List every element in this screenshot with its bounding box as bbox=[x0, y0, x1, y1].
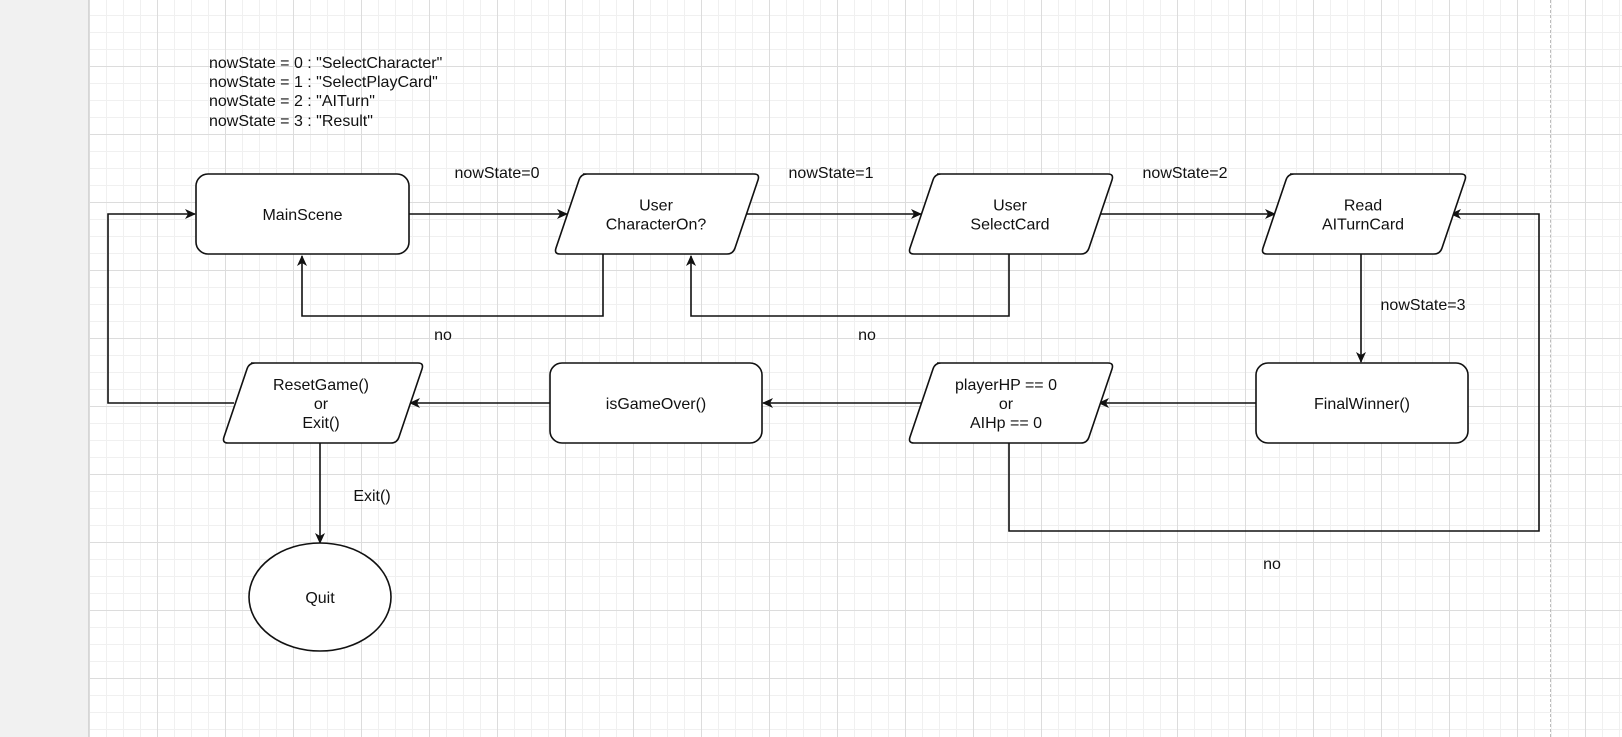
node-final-winner-shape[interactable] bbox=[1255, 362, 1469, 444]
node-is-game-over-shape[interactable] bbox=[549, 362, 763, 444]
node-label-line: AIHp == 0 bbox=[970, 415, 1042, 432]
node-reset-or-exit-shape[interactable] bbox=[222, 362, 424, 444]
node-user-select-card-shape[interactable] bbox=[908, 173, 1114, 255]
node-label-line: playerHP == 0 bbox=[955, 377, 1057, 394]
node-read-ai-turn-card-shape[interactable] bbox=[1261, 173, 1467, 255]
state-legend: nowState = 0 : "SelectCharacter" nowStat… bbox=[209, 55, 442, 130]
node-label-line: ResetGame() bbox=[273, 377, 369, 394]
legend-line: nowState = 0 : "SelectCharacter" bbox=[209, 55, 442, 72]
edge-label-no-card: no bbox=[858, 327, 876, 344]
edge-labels: nowState=0 nowState=1 nowState=2 nowStat… bbox=[353, 165, 1465, 573]
edge-usercharacteron-no-loop[interactable] bbox=[297, 254, 604, 317]
node-label-line: CharacterOn? bbox=[606, 217, 707, 234]
left-gutter bbox=[0, 0, 89, 737]
edge-label-exit: Exit() bbox=[353, 488, 390, 505]
node-label-line: or bbox=[314, 396, 329, 413]
edge-label-state3: nowState=3 bbox=[1381, 297, 1466, 314]
node-label-line: Quit bbox=[305, 590, 335, 607]
node-label-line: Read bbox=[1344, 198, 1382, 215]
legend-line: nowState = 1 : "SelectPlayCard" bbox=[209, 74, 438, 91]
node-label-line: User bbox=[993, 198, 1027, 215]
node-user-character-on-shape[interactable] bbox=[554, 173, 760, 255]
node-mainscene[interactable]: MainScene bbox=[195, 173, 410, 255]
legend-line: nowState = 3 : "Result" bbox=[209, 113, 373, 130]
node-is-game-over[interactable]: isGameOver() bbox=[549, 362, 763, 444]
node-final-winner-label: FinalWinner() bbox=[1314, 396, 1410, 413]
node-label-line: MainScene bbox=[262, 207, 342, 224]
edge-label-state0: nowState=0 bbox=[455, 165, 540, 182]
edge-label-no-hp: no bbox=[1263, 556, 1281, 573]
edge-label-no-character: no bbox=[434, 327, 452, 344]
node-hp-check-shape[interactable] bbox=[908, 362, 1114, 444]
node-is-game-over-label: isGameOver() bbox=[606, 396, 706, 413]
node-label-line: or bbox=[999, 396, 1014, 413]
page-boundary bbox=[1550, 0, 1551, 737]
node-mainscene-label: MainScene bbox=[262, 207, 342, 224]
node-label-line: FinalWinner() bbox=[1314, 396, 1410, 413]
node-mainscene-shape[interactable] bbox=[195, 173, 410, 255]
legend-line: nowState = 2 : "AITurn" bbox=[209, 93, 375, 110]
node-quit-label: Quit bbox=[305, 590, 335, 607]
edge-label-state1: nowState=1 bbox=[789, 165, 874, 182]
edge-resetgame-to-mainscene[interactable] bbox=[107, 209, 234, 404]
edge-hpcheck-no-loop[interactable] bbox=[1008, 209, 1540, 532]
node-quit[interactable]: Quit bbox=[248, 542, 392, 652]
node-final-winner[interactable]: FinalWinner() bbox=[1255, 362, 1469, 444]
node-label-line: AITurnCard bbox=[1322, 217, 1404, 234]
node-label-line: Exit() bbox=[302, 415, 339, 432]
edge-userselectcard-no-loop[interactable] bbox=[686, 254, 1010, 317]
node-quit-shape[interactable] bbox=[248, 542, 392, 652]
edge-label-state2: nowState=2 bbox=[1143, 165, 1228, 182]
edges bbox=[107, 209, 1540, 544]
node-label-line: isGameOver() bbox=[606, 396, 706, 413]
node-label-line: SelectCard bbox=[970, 217, 1049, 234]
node-label-line: User bbox=[639, 198, 673, 215]
